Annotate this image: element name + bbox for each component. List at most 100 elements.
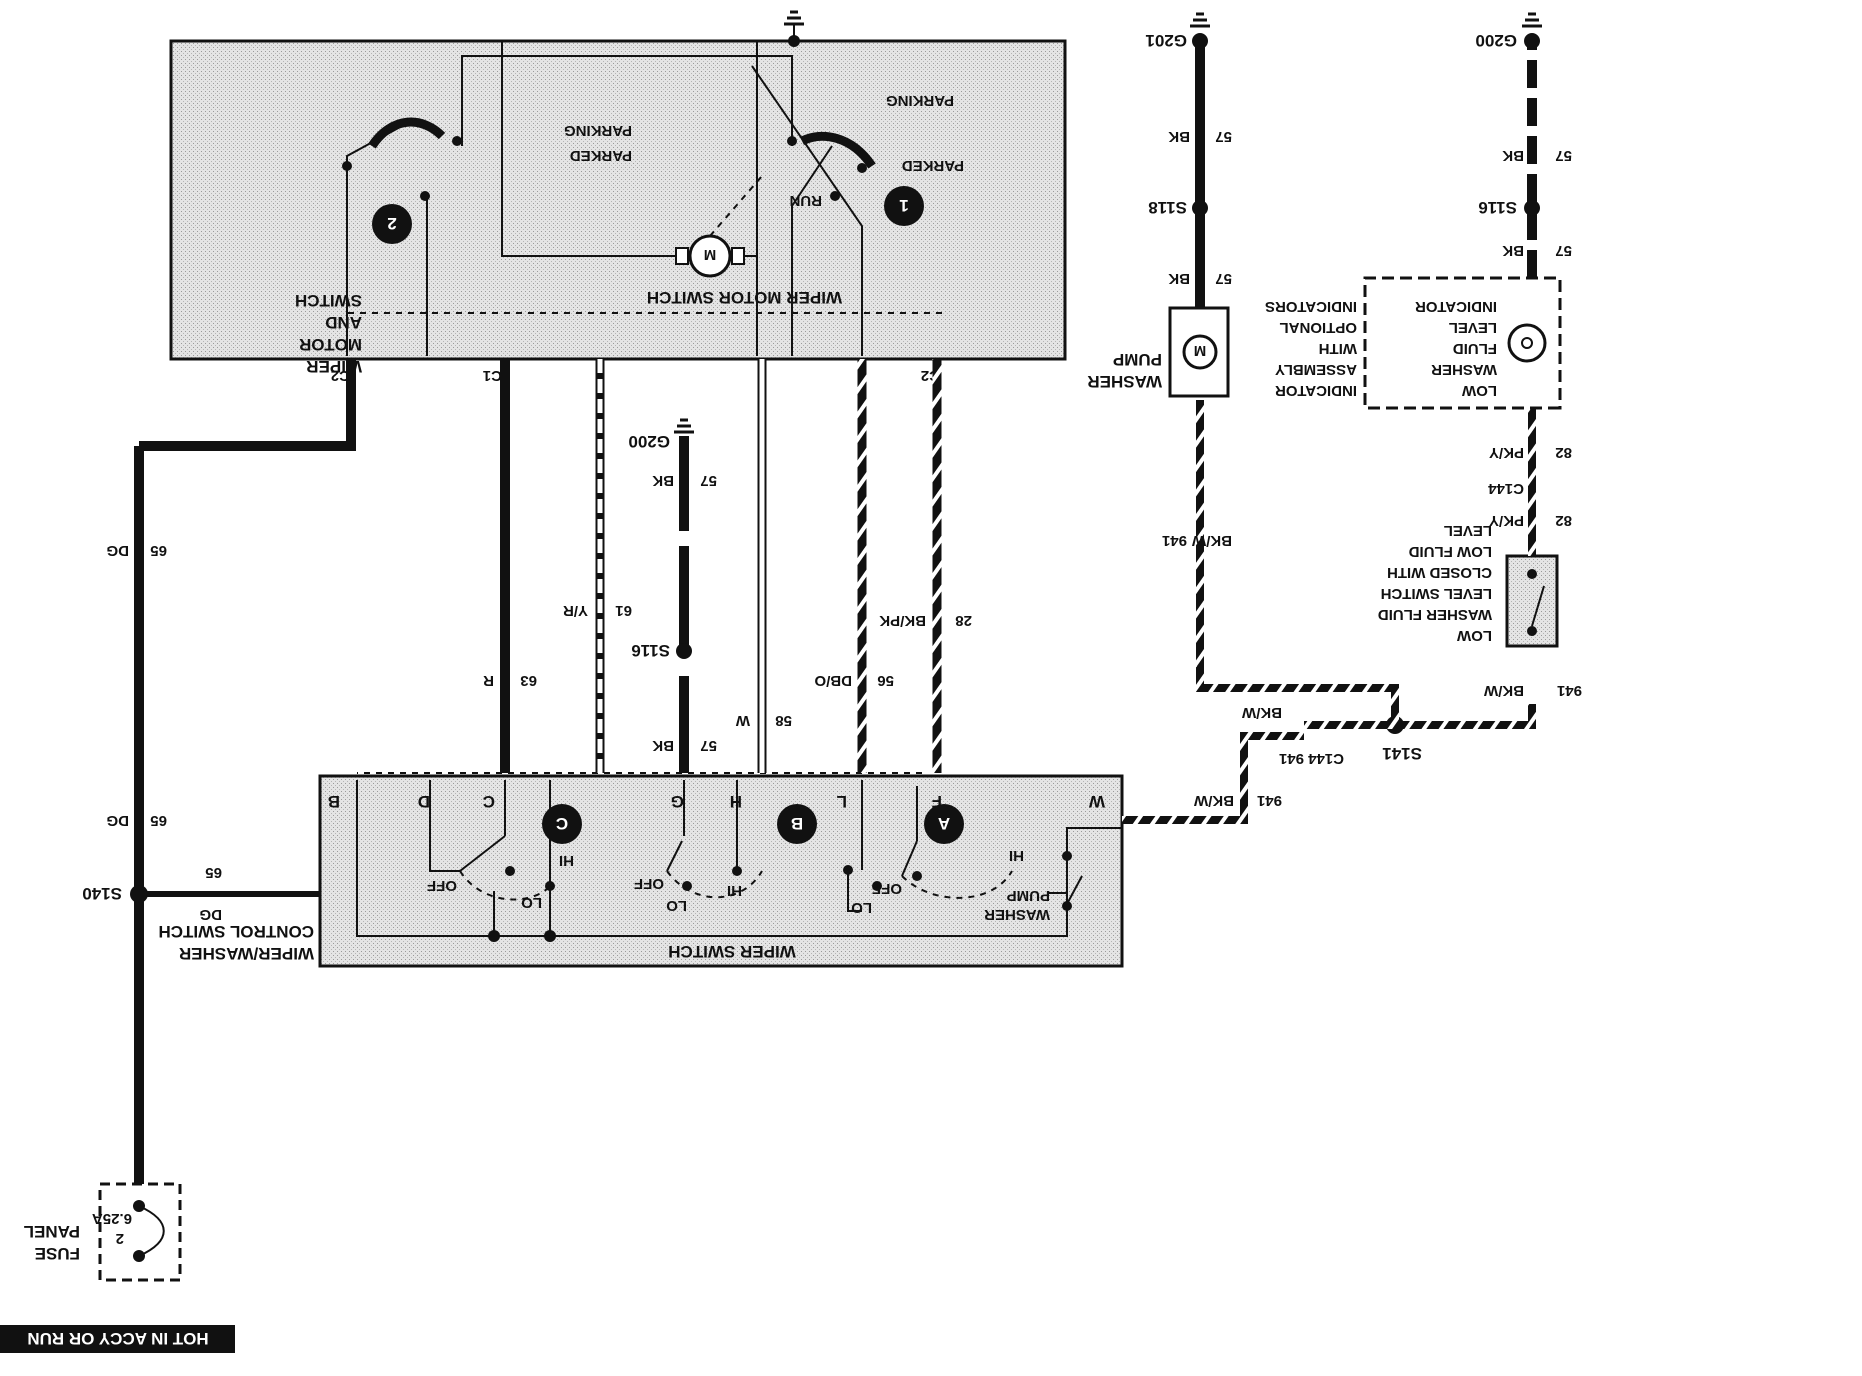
indicator-right-5: INDICATORS bbox=[1265, 298, 1357, 315]
section-a-lo: LO bbox=[851, 899, 872, 916]
wiper-motor-title-1: WIPER bbox=[306, 357, 362, 376]
connector-c144-right: C144 bbox=[1487, 480, 1524, 497]
wire-bk-57-g201: S118 57 BK 57 BK G201 bbox=[1145, 12, 1232, 308]
wire-bkpk-circuit: 28 bbox=[955, 612, 972, 629]
section-c-off: OFF bbox=[427, 877, 457, 894]
hot-label-text: HOT IN ACCY OR RUN bbox=[27, 1329, 208, 1348]
motor-switch-1-run: RUN bbox=[790, 192, 823, 209]
indicator-left-1: LOW bbox=[1461, 382, 1497, 399]
motor-switch-1-badge: 1 bbox=[899, 196, 908, 215]
section-c-lo: LO bbox=[521, 894, 542, 911]
wire-bkw-ind-color: BK/W bbox=[1483, 682, 1524, 699]
indicator-left-4: LEVEL bbox=[1449, 319, 1497, 336]
fuse-rating: 6.25A bbox=[92, 1210, 132, 1227]
fuse-title-line2: PANEL bbox=[24, 1222, 80, 1241]
wire-r-color: R bbox=[483, 672, 494, 689]
wire-bk-g200-top-circuit: 57 bbox=[1555, 147, 1572, 164]
fuse-title-line1: FUSE bbox=[35, 1244, 80, 1263]
wire-dg-top-circuit: 65 bbox=[150, 542, 167, 559]
motor-switch-2-parking: PARKING bbox=[564, 122, 632, 139]
wiper-motor-title-3: AND bbox=[325, 313, 362, 332]
wire-dbo-color: DB/O bbox=[814, 672, 852, 689]
motor-switch-2-badge: 2 bbox=[387, 214, 396, 233]
section-b-lo: LO bbox=[666, 897, 687, 914]
motor-switch-1-parked: PARKED bbox=[902, 157, 964, 174]
wire-bkw-s141-left-color: BK/W bbox=[1241, 704, 1282, 721]
section-c-badge: C bbox=[556, 814, 568, 833]
motor-connector-c1: C1 bbox=[483, 367, 502, 384]
wire-dg-bot-color: DG bbox=[107, 812, 130, 829]
wire-bkw-sw-circuit: 941 bbox=[1257, 792, 1282, 809]
indicator-left-2: WASHER bbox=[1431, 361, 1497, 378]
wire-bkw-ind-circuit: 941 bbox=[1557, 682, 1582, 699]
section-a-badge: A bbox=[938, 814, 950, 833]
wire-bkw-sw-color: BK/W bbox=[1193, 792, 1234, 809]
indicator-right-1: INDICATOR bbox=[1275, 382, 1357, 399]
ground-g200-center: G200 bbox=[628, 432, 670, 451]
motor-switch-2-parked: PARKED bbox=[570, 147, 632, 164]
splice-s141-label: S141 bbox=[1382, 744, 1422, 763]
wire-bk-g200-top-color: BK bbox=[1502, 147, 1524, 164]
control-switch-title-1: WIPER/WASHER bbox=[179, 944, 314, 963]
wire-bk-57-g200-right: S116 57 BK 57 BK G200 bbox=[1475, 12, 1572, 278]
section-b-badge: B bbox=[791, 814, 803, 833]
fuse-panel: 2 6.25A FUSE PANEL bbox=[24, 1182, 182, 1282]
indicator-right-4: OPTIONAL bbox=[1280, 319, 1358, 336]
wire-bkw-s141-left-circuit: 941 bbox=[1279, 750, 1304, 767]
section-a-hi: HI bbox=[1009, 847, 1024, 864]
splice-s116-right: S116 bbox=[1478, 198, 1517, 217]
section-b-off: OFF bbox=[634, 875, 664, 892]
wire-r-63: 63 R bbox=[483, 359, 537, 773]
wire-dbo-56: 56 DB/O bbox=[814, 359, 894, 773]
wire-dg-mid-color: DG bbox=[200, 906, 223, 923]
indicator-right-3: WITH bbox=[1319, 340, 1357, 357]
level-switch-line-6: LEVEL bbox=[1444, 522, 1492, 539]
wire-bk-top-circuit: 57 bbox=[700, 472, 717, 489]
wire-bk-bot-color: BK bbox=[652, 737, 674, 754]
section-c: C LO HI OFF bbox=[427, 780, 582, 911]
wire-pky-82: 82 PK/Y C144 82 PK/Y bbox=[1487, 408, 1572, 556]
wire-pky-bot-color: PK/Y bbox=[1489, 512, 1524, 529]
wire-dbo-circuit: 56 bbox=[877, 672, 894, 689]
wire-bkw-pump-color: BK/W bbox=[1191, 532, 1232, 549]
wire-bkpk-28: 28 BK/PK bbox=[879, 359, 972, 773]
level-switch-line-5: LOW FLUID bbox=[1409, 543, 1492, 560]
indicator-left-3: FLUID bbox=[1453, 340, 1497, 357]
wire-bk-bot-circuit: 57 bbox=[700, 737, 717, 754]
wire-yr-circuit: 61 bbox=[615, 602, 632, 619]
terminal-l: L bbox=[837, 792, 847, 811]
washer-pump-motor: M bbox=[1194, 342, 1207, 359]
motor-ground bbox=[784, 10, 804, 47]
wire-bk-g201-top-color: BK bbox=[1168, 128, 1190, 145]
ground-g201: G201 bbox=[1145, 31, 1187, 50]
low-washer-fluid-level-switch: LOW WASHER FLUID LEVEL SWITCH CLOSED WIT… bbox=[1378, 522, 1559, 648]
wiper-motor-and-switch: WIPER MOTOR AND SWITCH WIPER MOTOR SWITC… bbox=[169, 39, 1067, 384]
splice-s140-label: S140 bbox=[82, 884, 122, 903]
washer-pump-label-1: WASHER bbox=[984, 906, 1050, 923]
wire-bk-g200-bot-color: BK bbox=[1502, 242, 1524, 259]
wiper-motor-title-4: SWITCH bbox=[295, 291, 362, 310]
splice-s116-center: S116 bbox=[631, 641, 670, 660]
wire-bk-g201-bot-color: BK bbox=[1168, 270, 1190, 287]
hot-in-accy-or-run-label: HOT IN ACCY OR RUN bbox=[0, 1325, 235, 1353]
washer-pump-title-1: WASHER bbox=[1087, 372, 1162, 391]
splice-s140-dot bbox=[130, 885, 148, 903]
wire-yr-color: Y/R bbox=[563, 602, 588, 619]
control-switch-title-2: CONTROL SWITCH bbox=[158, 922, 314, 941]
section-a-off: OFF bbox=[872, 880, 902, 897]
low-washer-fluid-level-indicator: LOW WASHER FLUID LEVEL INDICATOR INDICAT… bbox=[1265, 276, 1562, 410]
terminal-c: C bbox=[483, 792, 495, 811]
wiper-switch-label: WIPER SWITCH bbox=[668, 942, 796, 961]
wire-w-color: W bbox=[735, 712, 750, 729]
wire-w-circuit: 58 bbox=[775, 712, 792, 729]
wire-bk-57-center: S116 57 BK 57 BK G200 bbox=[628, 418, 717, 773]
washer-pump-label-2: PUMP bbox=[1007, 887, 1050, 904]
section-b: B LO HI OFF bbox=[634, 780, 817, 914]
wire-w-58: 58 W bbox=[735, 359, 792, 773]
indicator-right-2: ASSEMBLY bbox=[1275, 361, 1357, 378]
wire-r-circuit: 63 bbox=[520, 672, 537, 689]
splice-s141: S141 941 BK/W 941 BK/W bbox=[1162, 400, 1582, 763]
terminal-w: W bbox=[1088, 792, 1105, 811]
wire-bk-g200-bot-circuit: 57 bbox=[1555, 242, 1572, 259]
